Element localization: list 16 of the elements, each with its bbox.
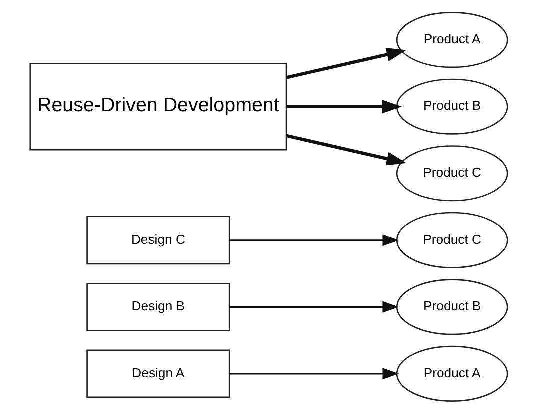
node-box: Reuse-Driven Development bbox=[29, 62, 287, 151]
node-ellipse: Product C bbox=[396, 146, 508, 202]
arrow bbox=[286, 134, 406, 166]
arrow bbox=[286, 100, 402, 114]
node-box: Design A bbox=[86, 350, 230, 398]
node-ellipse: Product C bbox=[396, 212, 508, 268]
node-ellipse: Product A bbox=[396, 12, 508, 68]
arrow bbox=[229, 368, 399, 380]
node-ellipse: Product B bbox=[396, 279, 508, 336]
node-box: Design B bbox=[86, 282, 230, 332]
arrow bbox=[229, 301, 399, 313]
arrow bbox=[229, 234, 399, 246]
node-box: Design C bbox=[86, 216, 230, 265]
arrow bbox=[286, 48, 406, 80]
node-ellipse: Product B bbox=[396, 78, 508, 135]
node-ellipse: Product A bbox=[396, 346, 508, 402]
